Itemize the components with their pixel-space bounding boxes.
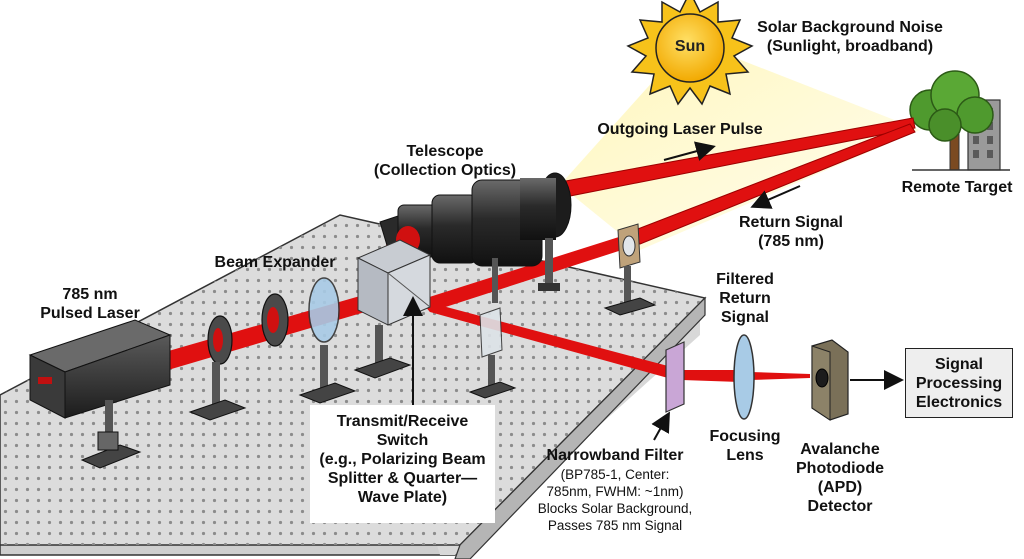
sun-label: Sun bbox=[674, 38, 706, 55]
filtered-return-label: Filtered Return Signal bbox=[716, 271, 774, 326]
return-signal-label: Return Signal (785 nm) bbox=[738, 214, 843, 250]
narrowband-filter-detail: (BP785-1, Center: 785nm, FWHM: ~1nm) Blo… bbox=[537, 467, 693, 533]
return-direction-arrow bbox=[750, 185, 801, 209]
signal-processing-label: Signal Processing Electronics bbox=[915, 355, 1003, 411]
tr-switch-label: Transmit/Receive Switch (e.g., Polarizin… bbox=[319, 413, 486, 506]
filter-pointer bbox=[651, 411, 670, 441]
laser-icon bbox=[28, 319, 172, 469]
fold-mirror-icon bbox=[603, 223, 657, 316]
tr-switch-label-background bbox=[310, 405, 495, 523]
outgoing-pulse-label: Outgoing Laser Pulse bbox=[597, 121, 763, 138]
narrowband-filter-title: Narrowband Filter bbox=[546, 447, 684, 464]
solar-noise-label: Solar Background Noise (Sunlight, broadb… bbox=[757, 19, 943, 55]
remote-target-icon bbox=[909, 70, 1010, 171]
focusing-lens-label: Focusing Lens bbox=[709, 428, 781, 464]
apd-label: Avalanche Photodiode (APD) Detector bbox=[796, 441, 884, 515]
wave-plate-icon bbox=[468, 307, 517, 399]
outgoing-direction-arrow bbox=[663, 141, 716, 161]
beam-expander-icon bbox=[188, 277, 357, 421]
mirror-to-switch-beam bbox=[420, 236, 628, 312]
focusing-lens-icon bbox=[733, 334, 755, 420]
remote-target-label: Remote Target bbox=[901, 179, 1013, 196]
narrowband-filter-icon bbox=[665, 341, 685, 413]
apd-detector-icon bbox=[811, 339, 849, 421]
telescope-label: Telescope (Collection Optics) bbox=[373, 143, 517, 179]
beam-expander-label: Beam Expander bbox=[214, 254, 336, 271]
signal-processing-box: Signal Processing Electronics bbox=[905, 348, 1013, 418]
laser-label: 785 nm Pulsed Laser bbox=[40, 286, 140, 322]
sun-icon bbox=[626, 0, 754, 106]
